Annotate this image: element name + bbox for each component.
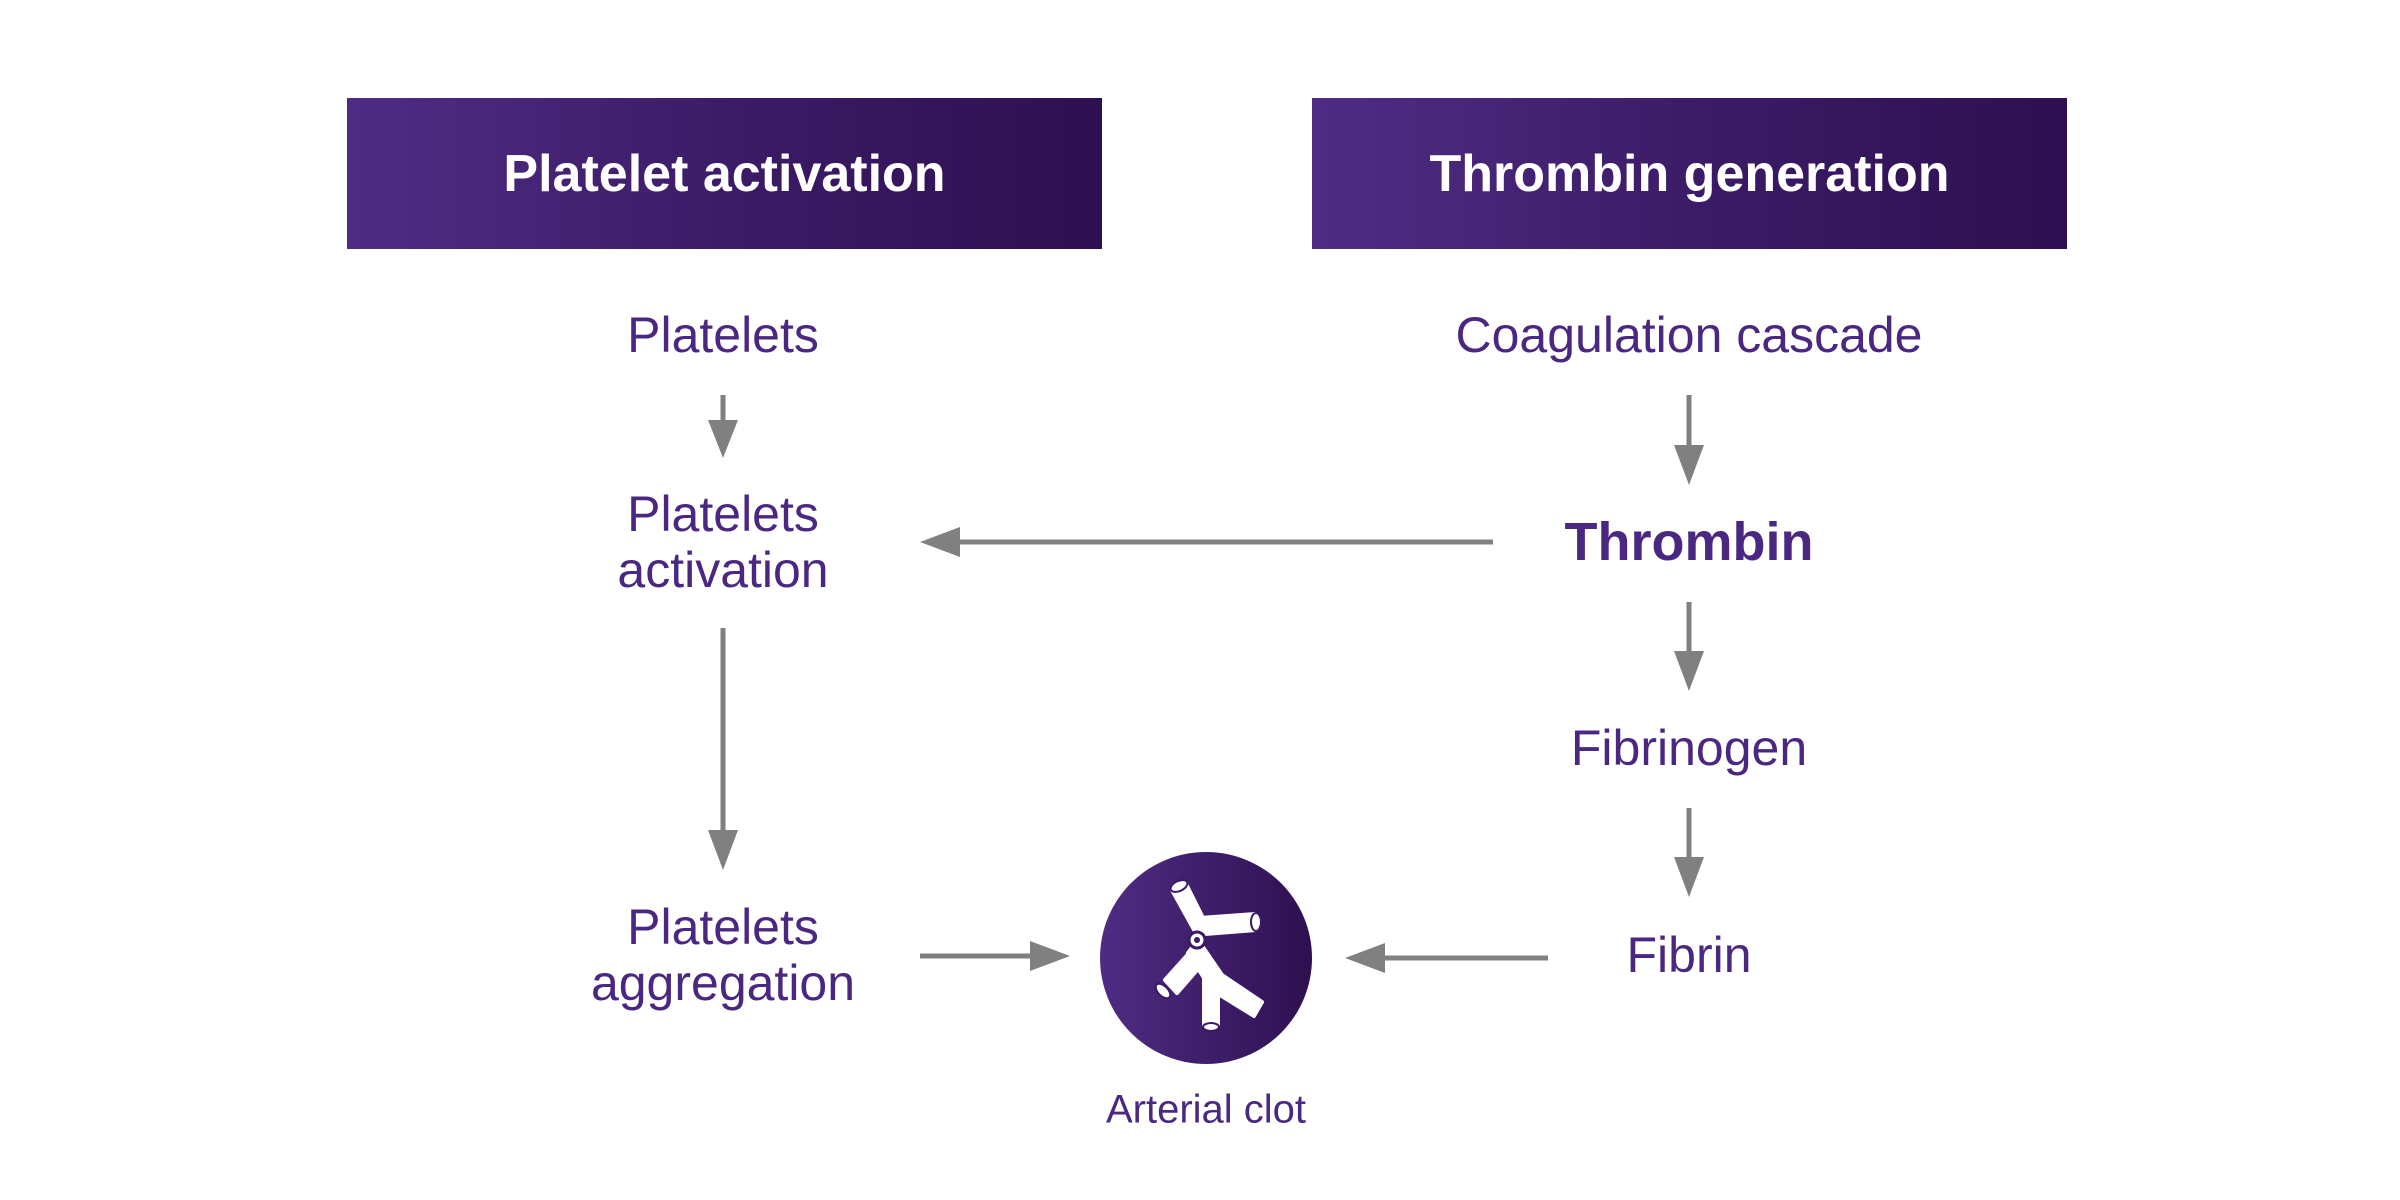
arrow-thrombin-to-platelets-activation <box>920 527 1493 557</box>
node-platelets-aggregation: Platelets aggregation <box>590 899 856 1011</box>
node-platelets-activation: Platelets activation <box>617 486 829 598</box>
node-fibrin: Fibrin <box>1626 927 1752 983</box>
arrow-fibrinogen-to-fibrin <box>1674 808 1704 897</box>
arrow-platelets-to-activation <box>708 395 738 458</box>
header-platelet-activation: Platelet activation <box>347 98 1102 249</box>
arterial-clot-icon <box>1100 852 1312 1064</box>
arrow-aggregation-to-clot <box>920 941 1070 971</box>
node-fibrinogen: Fibrinogen <box>1570 720 1808 776</box>
node-thrombin: Thrombin <box>1564 512 1814 572</box>
arrow-activation-to-aggregation <box>708 628 738 870</box>
node-coagulation-cascade: Coagulation cascade <box>1455 307 1923 363</box>
header-thrombin-generation: Thrombin generation <box>1312 98 2067 249</box>
arrow-fibrin-to-clot <box>1345 943 1548 973</box>
arrow-cascade-to-thrombin <box>1674 395 1704 485</box>
node-platelets: Platelets <box>627 307 819 363</box>
arrow-thrombin-to-fibrinogen <box>1674 602 1704 691</box>
clot-caption: Arterial clot <box>1105 1087 1307 1132</box>
